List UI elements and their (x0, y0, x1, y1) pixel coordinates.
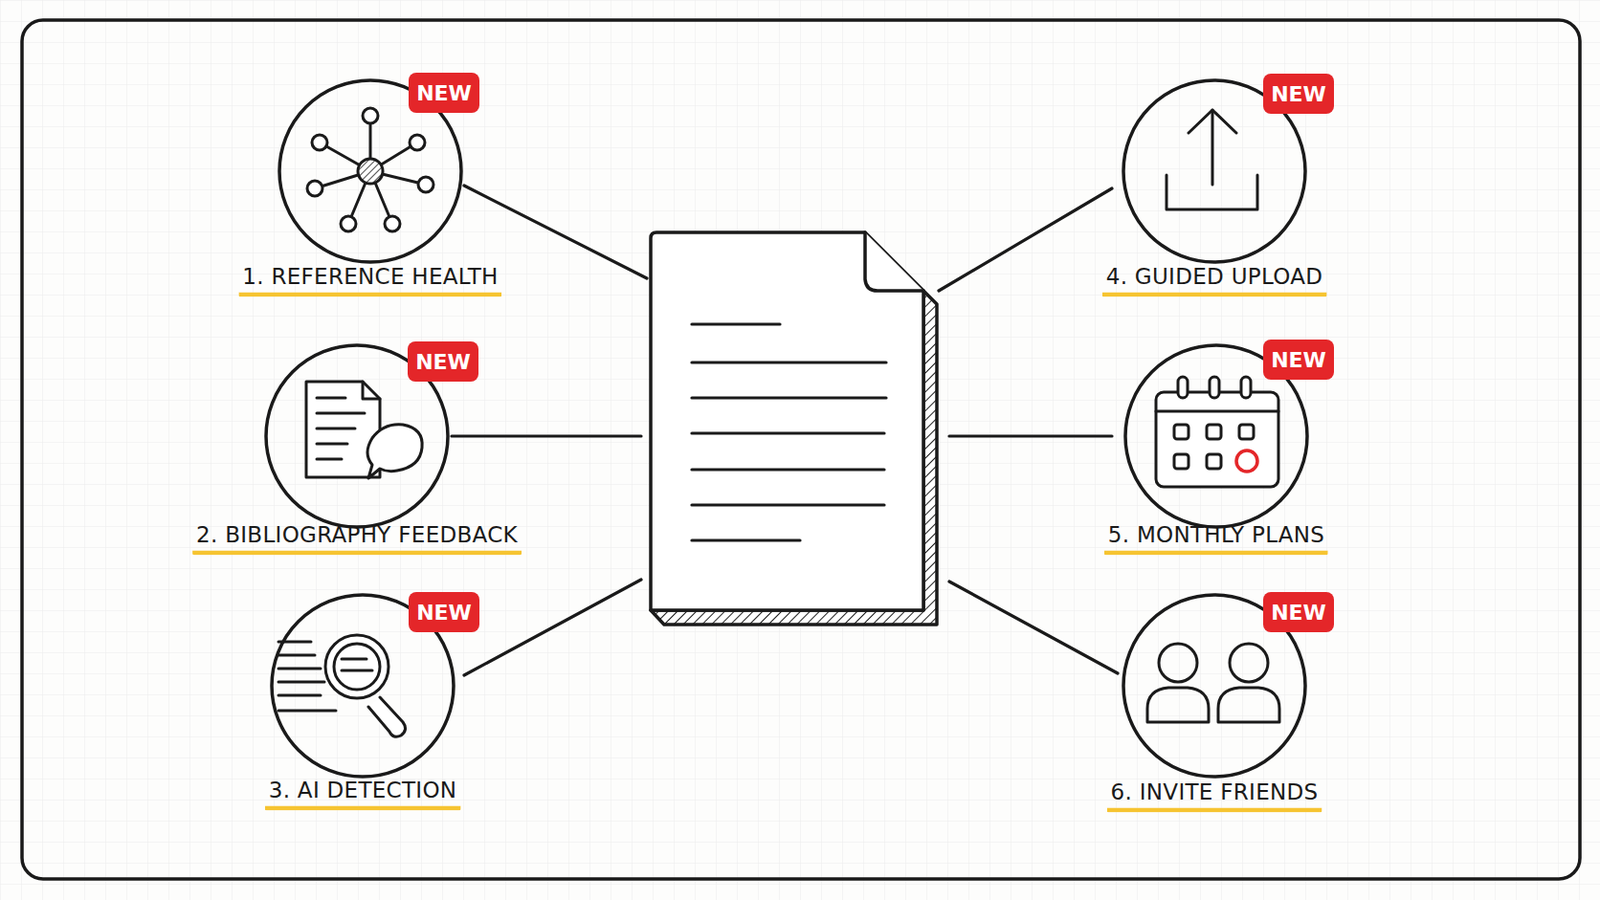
leader-line (451, 434, 642, 438)
feature-label: 3. AI DETECTION (265, 777, 462, 812)
feature-circle: 6. INVITE FRIENDSNEW (1121, 593, 1308, 779)
feature-label: 2. BIBLIOGRAPHY FEEDBACK (192, 522, 522, 556)
badge-text: NEW (1270, 82, 1327, 107)
magnifier-icon (278, 635, 406, 737)
people-icon (1147, 644, 1280, 723)
new-badge: NEW (1263, 339, 1334, 380)
feature-circle: 5. MONTHLY PLANSNEW (1123, 343, 1310, 530)
document-page (650, 232, 924, 611)
feature-circle: 1. REFERENCE HEALTHNEW (277, 78, 464, 265)
leader-line (464, 579, 642, 676)
badge-text: NEW (1270, 600, 1327, 625)
new-badge: NEW (1263, 73, 1334, 114)
frame-border (22, 20, 1580, 880)
leader-lines (451, 185, 1118, 676)
feature-circle: 4. GUIDED UPLOADNEW (1121, 78, 1308, 265)
document-comment-icon (306, 381, 423, 479)
feature-label: 6. INVITE FRIENDS (1107, 779, 1323, 814)
leader-line (949, 434, 1112, 438)
new-badge: NEW (1263, 592, 1334, 633)
badge-text: NEW (416, 600, 472, 625)
upload-icon (1166, 110, 1258, 210)
network-icon (307, 108, 434, 232)
new-badge: NEW (407, 341, 479, 382)
document-illustration (650, 232, 937, 625)
leader-line (938, 188, 1112, 291)
calendar-icon (1155, 377, 1279, 488)
new-badge: NEW (408, 72, 480, 113)
document-fold (865, 232, 924, 291)
badge-text: NEW (415, 350, 471, 375)
feature-label: 5. MONTHLY PLANS (1104, 522, 1329, 556)
feature-label: 1. REFERENCE HEALTH (238, 264, 502, 298)
badge-text: NEW (416, 81, 472, 106)
badge-text: NEW (1270, 348, 1327, 373)
feature-circle: 2. BIBLIOGRAPHY FEEDBACKNEW (264, 343, 450, 530)
new-badge: NEW (408, 592, 480, 633)
leader-line (949, 581, 1118, 674)
feature-label: 4. GUIDED UPLOAD (1102, 264, 1328, 298)
feature-circle: 3. AI DETECTIONNEW (269, 593, 456, 779)
